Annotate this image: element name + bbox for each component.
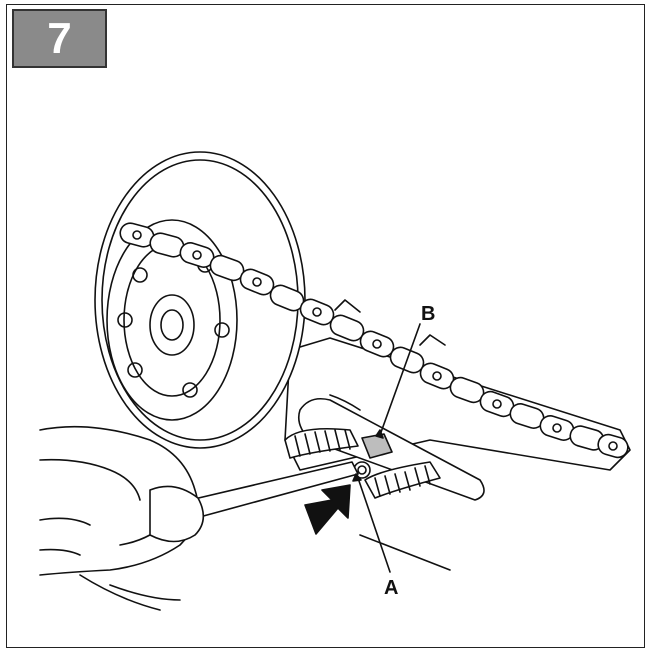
- hand-with-screwdriver: [39, 425, 359, 611]
- callout-leaders: [352, 323, 421, 573]
- step-badge: 7: [12, 9, 107, 68]
- push-direction-arrow-icon: [304, 484, 351, 535]
- callout-label-b: B: [421, 303, 435, 325]
- guide-bar: [284, 337, 631, 571]
- step-number: 7: [47, 13, 72, 63]
- callout-label-a: A: [384, 577, 398, 599]
- tension-springs: [284, 427, 441, 499]
- saw-chain: [119, 222, 629, 459]
- clutch-drum: [94, 151, 306, 449]
